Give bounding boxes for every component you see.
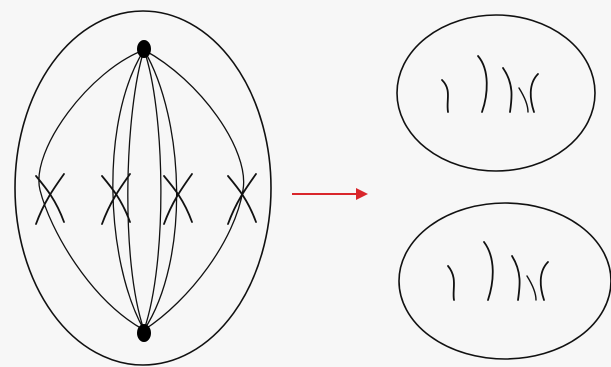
chromatid [502,67,513,113]
parent-cell-membrane [14,10,272,366]
chromatid [447,265,455,301]
daughter-chromosomes [447,241,549,301]
parent-cell [14,10,272,366]
chromatid [539,261,549,301]
chromosome-x [163,173,193,225]
spindle-fiber [143,49,162,331]
chromatid-segment [526,275,537,301]
spindle-fiber [143,49,178,331]
spindle-pole-bottom [137,324,151,342]
chromatid [477,55,488,113]
spindle-fiber [38,49,145,331]
chromatid [483,241,494,301]
chromatid [529,73,539,113]
metaphase-chromosomes [35,173,257,225]
chromatid [441,79,449,113]
chromatid-segment [518,87,529,113]
right-arrow-icon [292,188,368,200]
chromatid [511,255,521,301]
spindle-fibers [38,49,245,331]
chromosome-x [35,173,65,225]
daughter-chromosomes [441,55,539,113]
daughter-cell-membrane [396,14,596,172]
spindle-pole-top [137,40,151,58]
daughter-cell-top [396,14,596,172]
daughter-cell-bottom [398,202,611,360]
chromosome-x [101,173,131,225]
daughter-cell-membrane [398,202,611,360]
spindle-fiber [143,49,245,331]
spindle-fiber [127,49,145,331]
chromosome-x [227,173,257,225]
